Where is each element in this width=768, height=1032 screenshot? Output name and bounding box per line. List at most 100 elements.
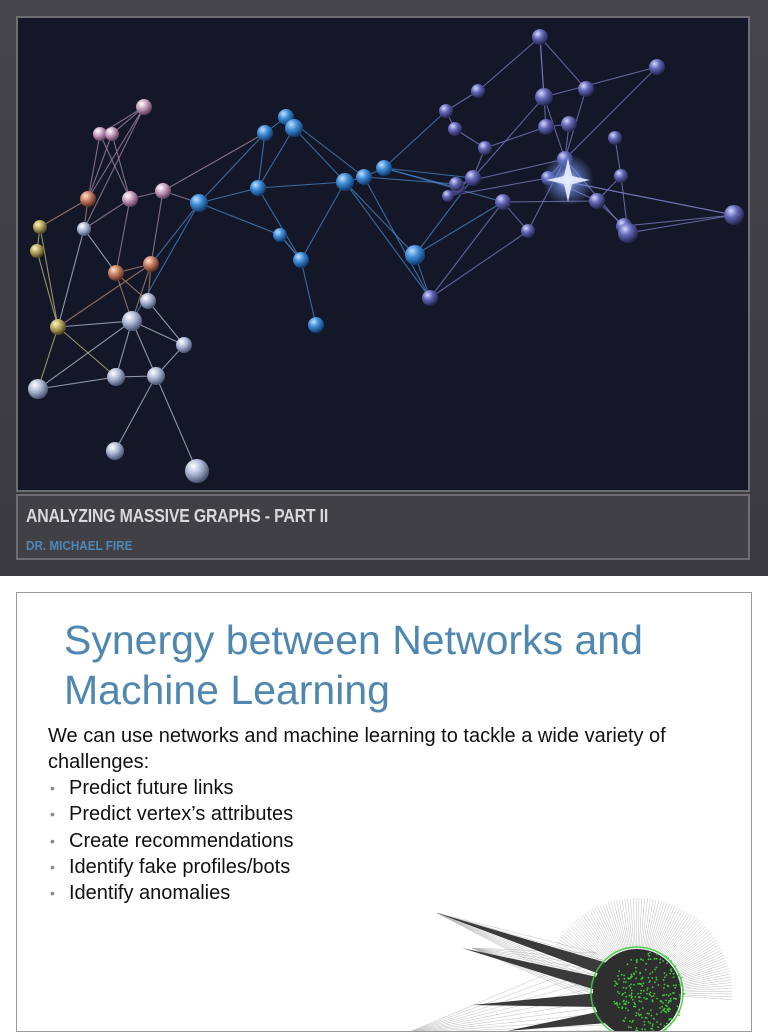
graph-node xyxy=(122,311,142,331)
green-dot xyxy=(658,984,660,986)
green-dot xyxy=(663,979,665,981)
green-dot xyxy=(672,992,674,994)
green-dot xyxy=(638,1009,640,1011)
green-dot xyxy=(625,1003,627,1005)
network-graph-image xyxy=(16,16,750,492)
green-dot xyxy=(633,1002,635,1004)
green-dot xyxy=(644,1029,646,1031)
graph-node xyxy=(257,125,273,141)
green-dot xyxy=(638,1013,640,1015)
bullet-icon: • xyxy=(50,775,55,801)
green-dot xyxy=(670,998,672,1000)
graph-node xyxy=(28,379,48,399)
graph-edge xyxy=(364,177,456,184)
graph-node xyxy=(535,88,553,106)
graph-edge xyxy=(163,133,265,191)
bullet-text: Predict future links xyxy=(69,777,234,799)
content-slide: Synergy between Networks and Machine Lea… xyxy=(16,592,752,1032)
green-dot xyxy=(646,993,648,995)
graph-node xyxy=(106,442,124,460)
green-dot xyxy=(662,1002,664,1004)
graph-edge xyxy=(148,301,184,345)
graph-node xyxy=(190,194,208,212)
green-dot xyxy=(662,960,664,962)
graph-node xyxy=(80,191,96,207)
green-dot xyxy=(656,958,658,960)
green-dot xyxy=(666,1023,668,1025)
green-dot xyxy=(642,977,644,979)
green-dot xyxy=(640,993,642,995)
graph-node xyxy=(143,256,159,272)
green-dot xyxy=(663,994,665,996)
green-dot xyxy=(618,1007,620,1009)
green-dot xyxy=(656,1013,658,1015)
green-dot xyxy=(645,963,647,965)
green-dot xyxy=(664,984,666,986)
network-visualization-image xyxy=(387,893,752,1032)
green-dot xyxy=(660,958,662,960)
green-dot xyxy=(627,963,629,965)
green-dot xyxy=(656,953,658,955)
graph-node xyxy=(273,228,287,242)
green-dot xyxy=(660,1011,662,1013)
green-dot xyxy=(652,1025,654,1027)
green-dot xyxy=(663,1025,665,1027)
green-dot xyxy=(628,1002,630,1004)
graph-edge xyxy=(384,111,446,168)
graph-edge xyxy=(478,37,540,91)
title-bar: ANALYZING MASSIVE GRAPHS - PART II DR. M… xyxy=(16,494,750,560)
green-dot xyxy=(664,1008,666,1010)
green-dot xyxy=(619,1003,621,1005)
network-graph-illustration xyxy=(18,18,748,490)
green-dot xyxy=(644,1024,646,1026)
green-dot xyxy=(641,978,643,980)
graph-edge xyxy=(58,327,116,377)
green-dot xyxy=(637,983,639,985)
green-dot xyxy=(653,1018,655,1020)
green-dot xyxy=(668,1002,670,1004)
green-dot xyxy=(678,1014,680,1016)
green-dot xyxy=(642,1007,644,1009)
bullet-text: Predict vertex’s attributes xyxy=(69,803,293,825)
green-dot xyxy=(664,1011,666,1013)
graph-node xyxy=(471,84,485,98)
green-dot xyxy=(667,1009,669,1011)
green-dot xyxy=(630,984,632,986)
green-dot xyxy=(627,977,629,979)
green-dot xyxy=(650,1010,652,1012)
graph-node xyxy=(589,193,605,209)
green-dot xyxy=(639,972,641,974)
green-dot xyxy=(625,1007,627,1009)
green-dot xyxy=(636,960,638,962)
green-dot xyxy=(668,995,670,997)
green-dot xyxy=(616,1002,618,1004)
green-dot xyxy=(615,982,617,984)
green-dot xyxy=(648,959,650,961)
graph-edge xyxy=(38,377,116,389)
graph-node xyxy=(465,170,481,186)
green-dot xyxy=(649,994,651,996)
graph-node xyxy=(336,173,354,191)
green-dot xyxy=(673,973,675,975)
graph-node xyxy=(185,459,209,483)
green-dot xyxy=(656,979,658,981)
green-dot xyxy=(625,987,627,989)
green-dot xyxy=(643,982,645,984)
green-dot xyxy=(675,984,677,986)
green-dot xyxy=(631,992,633,994)
green-dot xyxy=(679,994,681,996)
green-dot xyxy=(662,1010,664,1012)
green-dot xyxy=(649,952,651,954)
green-dot xyxy=(617,1004,619,1006)
green-dot xyxy=(630,1027,632,1029)
graph-node xyxy=(250,180,266,196)
green-dot xyxy=(630,987,632,989)
green-dot xyxy=(634,996,636,998)
glow-star-icon xyxy=(542,154,594,206)
intro-text: We can use networks and machine learning… xyxy=(48,723,748,775)
bullet-item: •Predict vertex’s attributes xyxy=(48,801,294,827)
graph-node xyxy=(308,317,324,333)
bullet-text: Create recommendations xyxy=(69,830,294,852)
presentation-title: ANALYZING MASSIVE GRAPHS - PART II xyxy=(26,506,328,527)
green-dot xyxy=(659,1007,661,1009)
